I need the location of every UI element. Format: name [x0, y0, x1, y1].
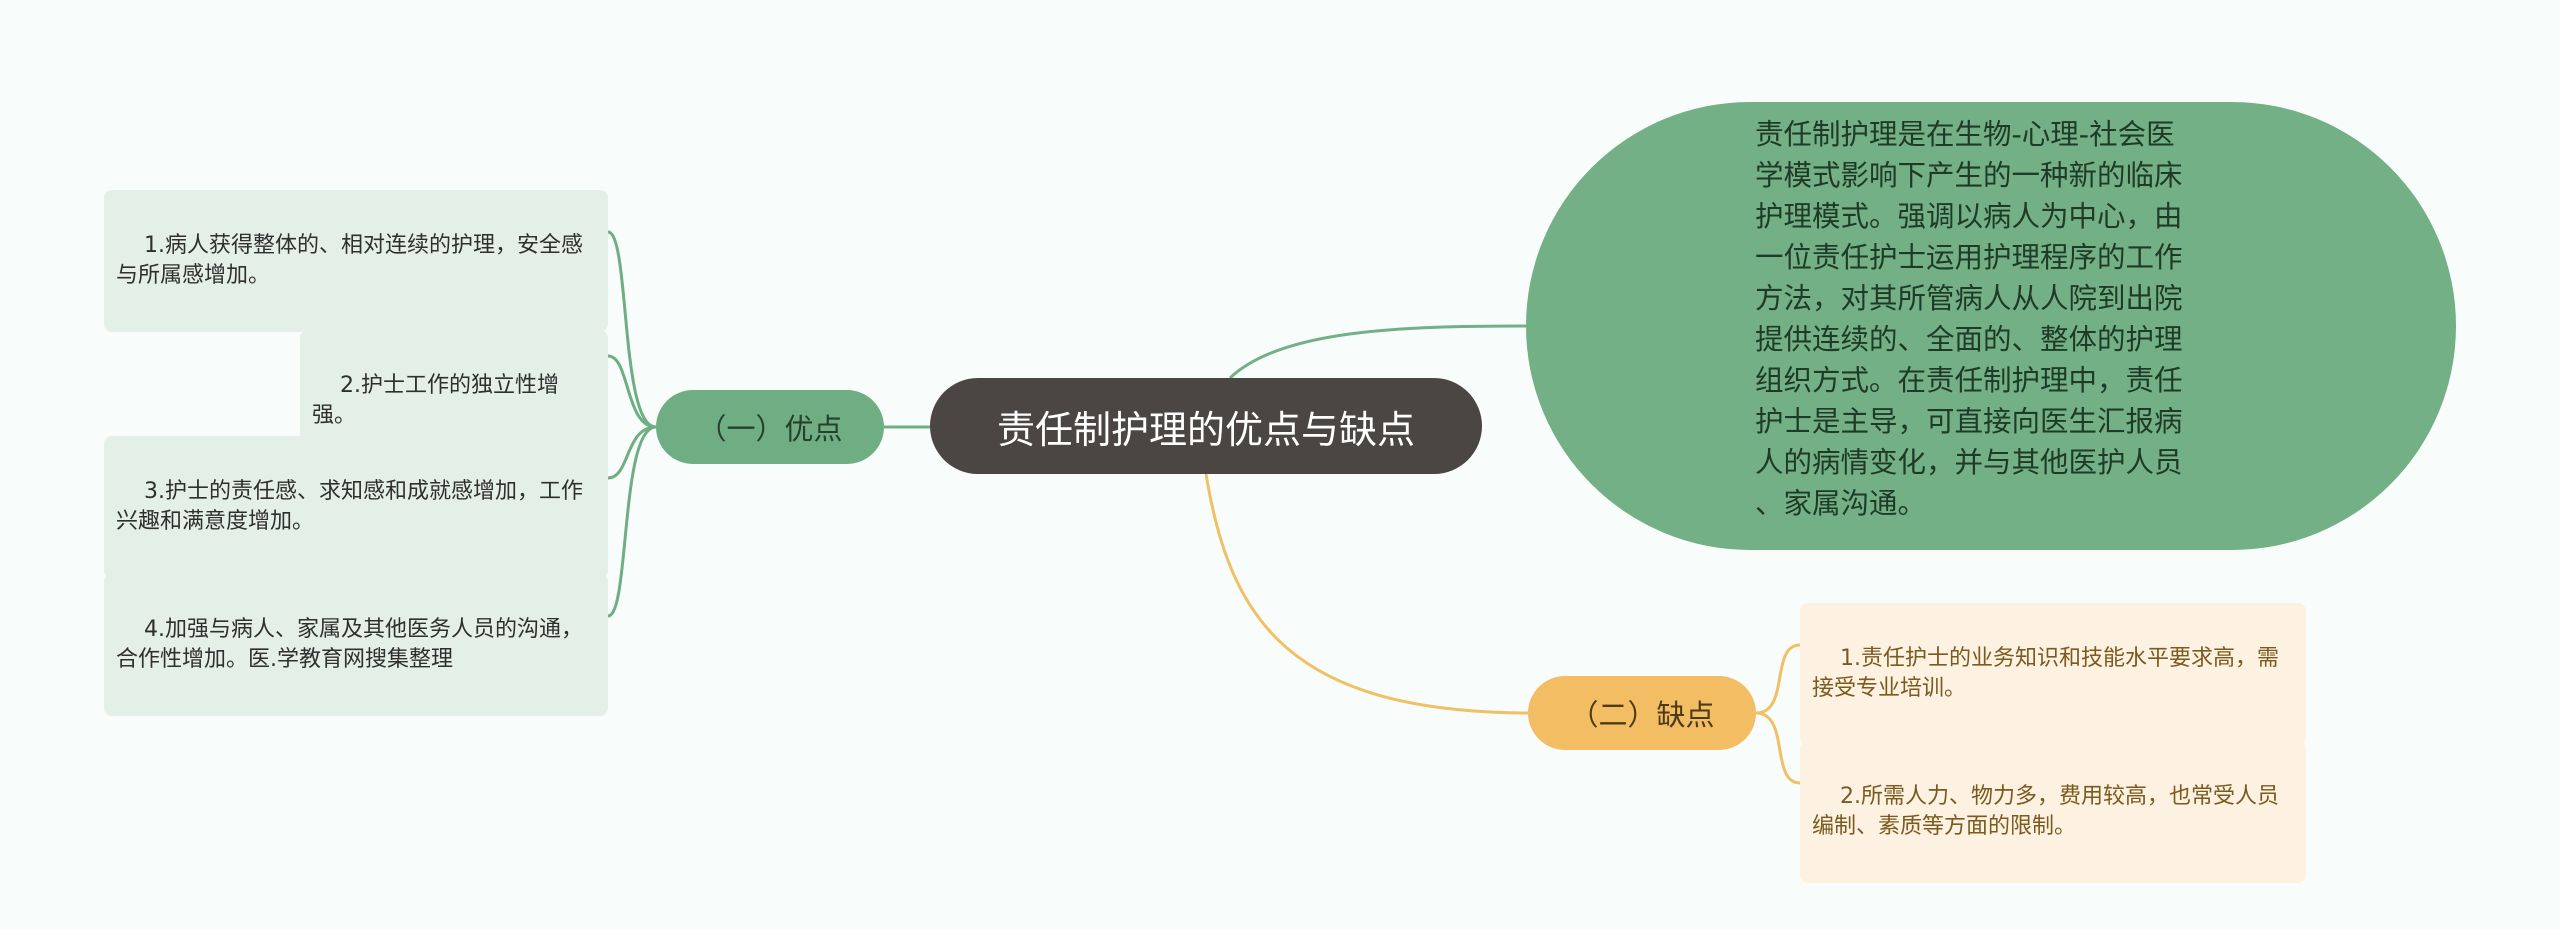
connector-advantage-1	[607, 230, 657, 429]
connector-advantage-4	[607, 425, 657, 618]
connector-root-description	[1228, 324, 1527, 380]
description-text: 责任制护理是在生物-心理-社会医 学模式影响下产生的一种新的临床 护理模式。强调…	[1755, 118, 2183, 520]
connector-disadvantage-2	[1755, 711, 1801, 785]
branch-disadvantages-label: （二）缺点	[1569, 698, 1715, 732]
connector-advantage-3	[607, 425, 657, 480]
advantage-leaf-text: 2.护士工作的独立性增强。	[312, 373, 559, 428]
disadvantage-leaf-text: 2.所需人力、物力多，费用较高，也常受人员 编制、素质等方面的限制。	[1812, 784, 2279, 839]
branch-advantages[interactable]: （一）优点	[656, 390, 884, 464]
disadvantage-leaf[interactable]: 1.责任护士的业务知识和技能水平要求高，需 接受专业培训。	[1800, 603, 2306, 745]
disadvantage-leaf[interactable]: 2.所需人力、物力多，费用较高，也常受人员 编制、素质等方面的限制。	[1800, 741, 2306, 883]
root-topic-label: 责任制护理的优点与缺点	[996, 407, 1415, 452]
disadvantage-leaf-text: 1.责任护士的业务知识和技能水平要求高，需 接受专业培训。	[1812, 646, 2279, 701]
advantage-leaf-text: 3.护士的责任感、求知感和成就感增加，工作 兴趣和满意度增加。	[116, 479, 583, 534]
root-topic[interactable]: 责任制护理的优点与缺点	[930, 378, 1482, 474]
advantage-leaf-text: 1.病人获得整体的、相对连续的护理，安全感 与所属感增加。	[116, 233, 583, 288]
connector-disadvantage-1	[1755, 643, 1801, 715]
advantage-leaf[interactable]: 3.护士的责任感、求知感和成就感增加，工作 兴趣和满意度增加。	[104, 436, 608, 578]
connector-advantage-2	[607, 354, 657, 429]
description-bubble[interactable]: 责任制护理是在生物-心理-社会医 学模式影响下产生的一种新的临床 护理模式。强调…	[1526, 102, 2456, 550]
branch-advantages-label: （一）优点	[697, 412, 843, 446]
advantage-leaf[interactable]: 1.病人获得整体的、相对连续的护理，安全感 与所属感增加。	[104, 190, 608, 332]
connector-root-disadvantages	[1204, 473, 1529, 715]
advantage-leaf[interactable]: 4.加强与病人、家属及其他医务人员的沟通， 合作性增加。医.学教育网搜集整理	[104, 574, 608, 716]
branch-disadvantages[interactable]: （二）缺点	[1528, 676, 1756, 750]
advantage-leaf-text: 4.加强与病人、家属及其他医务人员的沟通， 合作性增加。医.学教育网搜集整理	[116, 617, 583, 672]
